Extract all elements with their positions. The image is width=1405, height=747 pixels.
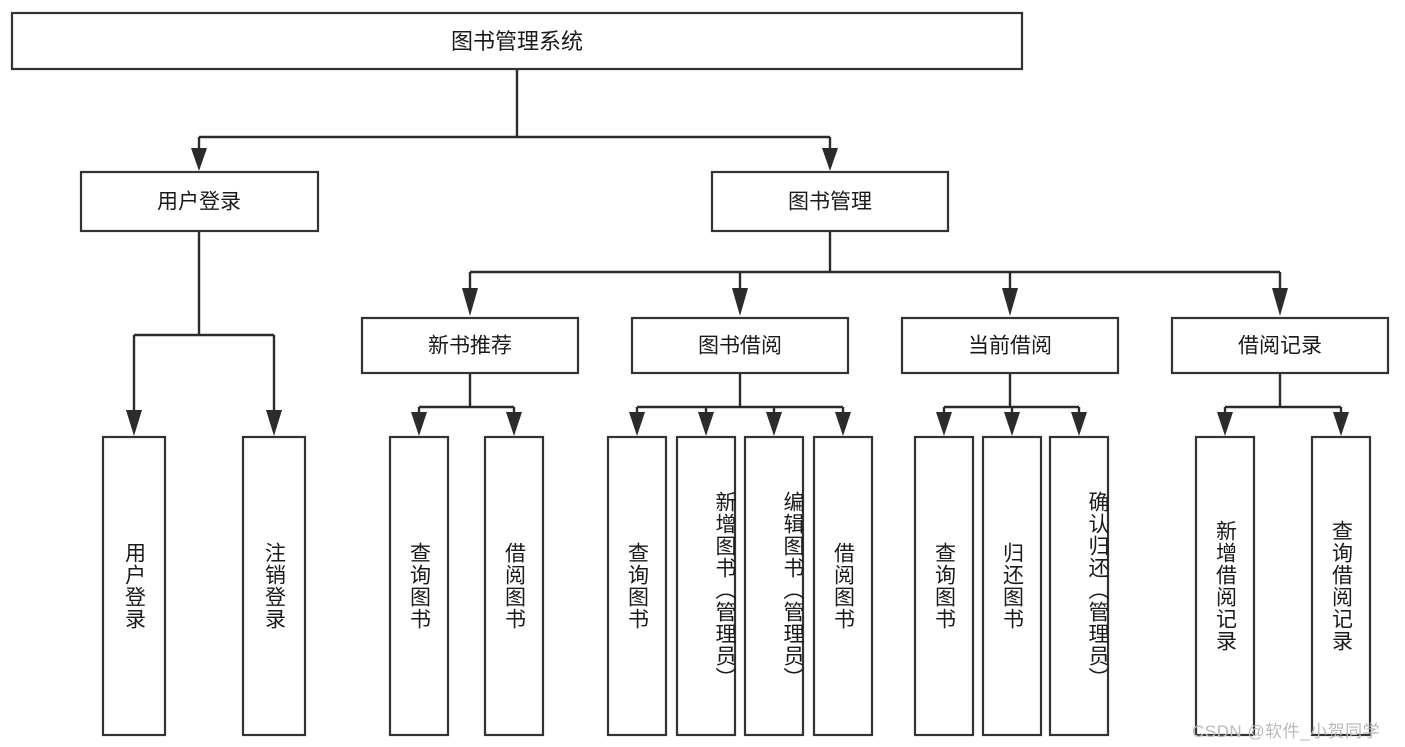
node-current-borrow[interactable]: 当前借阅 bbox=[900, 316, 1120, 375]
leaf-edit-book-box[interactable] bbox=[743, 435, 805, 737]
arrow-head-current-borrow bbox=[1002, 288, 1018, 316]
leaf-boxes-group bbox=[101, 435, 1372, 737]
arrow-head-user-login bbox=[191, 148, 207, 171]
arrow-head-book-manage bbox=[822, 148, 838, 171]
connector-group-current-borrow-to-leaves bbox=[936, 373, 1087, 436]
arrow-head-leaf-user-login bbox=[126, 410, 142, 436]
arrow-head-borrow-record bbox=[1272, 288, 1288, 316]
arrow-head-leaf-edit-book bbox=[766, 412, 782, 436]
node-new-book-recommend-label: 新书推荐 bbox=[428, 335, 512, 358]
node-book-borrow-box[interactable] bbox=[630, 316, 850, 375]
node-root-label: 图书管理系统 bbox=[451, 29, 583, 54]
arrow-head-leaf-borrow-book-1 bbox=[506, 412, 522, 436]
connector-group-root-to-level2 bbox=[191, 69, 838, 171]
node-user-login-box[interactable] bbox=[79, 170, 320, 233]
node-borrow-record-label: 借阅记录 bbox=[1238, 335, 1322, 358]
arrow-head-leaf-confirm-return bbox=[1071, 412, 1087, 436]
arrow-head-leaf-borrow-book-2 bbox=[835, 412, 851, 436]
leaf-borrow-book-1-box[interactable] bbox=[483, 435, 545, 737]
node-root-box[interactable] bbox=[10, 11, 1024, 71]
connector-group-new-book-recommend-to-leaves bbox=[411, 373, 522, 436]
node-book-borrow-label: 图书借阅 bbox=[698, 335, 782, 358]
arrow-head-leaf-query-book-2 bbox=[629, 412, 645, 436]
leaf-query-record-box[interactable] bbox=[1310, 435, 1372, 737]
node-new-book-recommend-box[interactable] bbox=[360, 316, 580, 375]
arrow-head-book-borrow bbox=[732, 288, 748, 316]
node-root[interactable]: 图书管理系统 bbox=[10, 11, 1024, 71]
leaf-user-logout-box[interactable] bbox=[241, 435, 307, 737]
node-book-manage[interactable]: 图书管理 bbox=[710, 170, 950, 233]
leaf-user-login-box[interactable] bbox=[101, 435, 167, 737]
arrow-head-leaf-query-book-3 bbox=[936, 412, 952, 436]
connector-group-user-login-to-leaves bbox=[126, 231, 282, 436]
leaf-query-book-3-box[interactable] bbox=[913, 435, 975, 737]
leaf-query-book-2-box[interactable] bbox=[606, 435, 668, 737]
node-borrow-record[interactable]: 借阅记录 bbox=[1170, 316, 1390, 375]
node-new-book-recommend[interactable]: 新书推荐 bbox=[360, 316, 580, 375]
csdn-watermark: CSDN @软件_小贺同学 bbox=[1192, 722, 1381, 741]
leaf-add-record-box[interactable] bbox=[1194, 435, 1256, 737]
leaf-query-book-1-box[interactable] bbox=[388, 435, 450, 737]
node-current-borrow-label: 当前借阅 bbox=[968, 335, 1052, 358]
node-book-borrow[interactable]: 图书借阅 bbox=[630, 316, 850, 375]
node-book-manage-label: 图书管理 bbox=[788, 191, 872, 214]
arrow-head-leaf-add-book bbox=[698, 412, 714, 436]
connector-group-book-manage-to-level3 bbox=[462, 231, 1288, 316]
arrow-head-leaf-query-record bbox=[1333, 412, 1349, 436]
connector-group-book-borrow-to-leaves bbox=[629, 373, 851, 436]
arrow-head-leaf-query-book-1 bbox=[411, 412, 427, 436]
node-book-manage-box[interactable] bbox=[710, 170, 950, 233]
arrow-head-leaf-return-book bbox=[1004, 412, 1020, 436]
node-user-login-label: 用户登录 bbox=[157, 191, 241, 214]
node-user-login[interactable]: 用户登录 bbox=[79, 170, 320, 233]
arrow-head-leaf-add-record bbox=[1217, 412, 1233, 436]
node-borrow-record-box[interactable] bbox=[1170, 316, 1390, 375]
arrow-head-new-book-recommend bbox=[462, 288, 478, 316]
leaf-borrow-book-2-box[interactable] bbox=[812, 435, 874, 737]
leaf-confirm-return-box[interactable] bbox=[1048, 435, 1110, 737]
arrow-head-leaf-user-logout bbox=[266, 410, 282, 436]
connector-group-borrow-record-to-leaves bbox=[1217, 373, 1349, 436]
leaf-add-book-box[interactable] bbox=[675, 435, 737, 737]
leaf-return-book-box[interactable] bbox=[981, 435, 1043, 737]
node-current-borrow-box[interactable] bbox=[900, 316, 1120, 375]
